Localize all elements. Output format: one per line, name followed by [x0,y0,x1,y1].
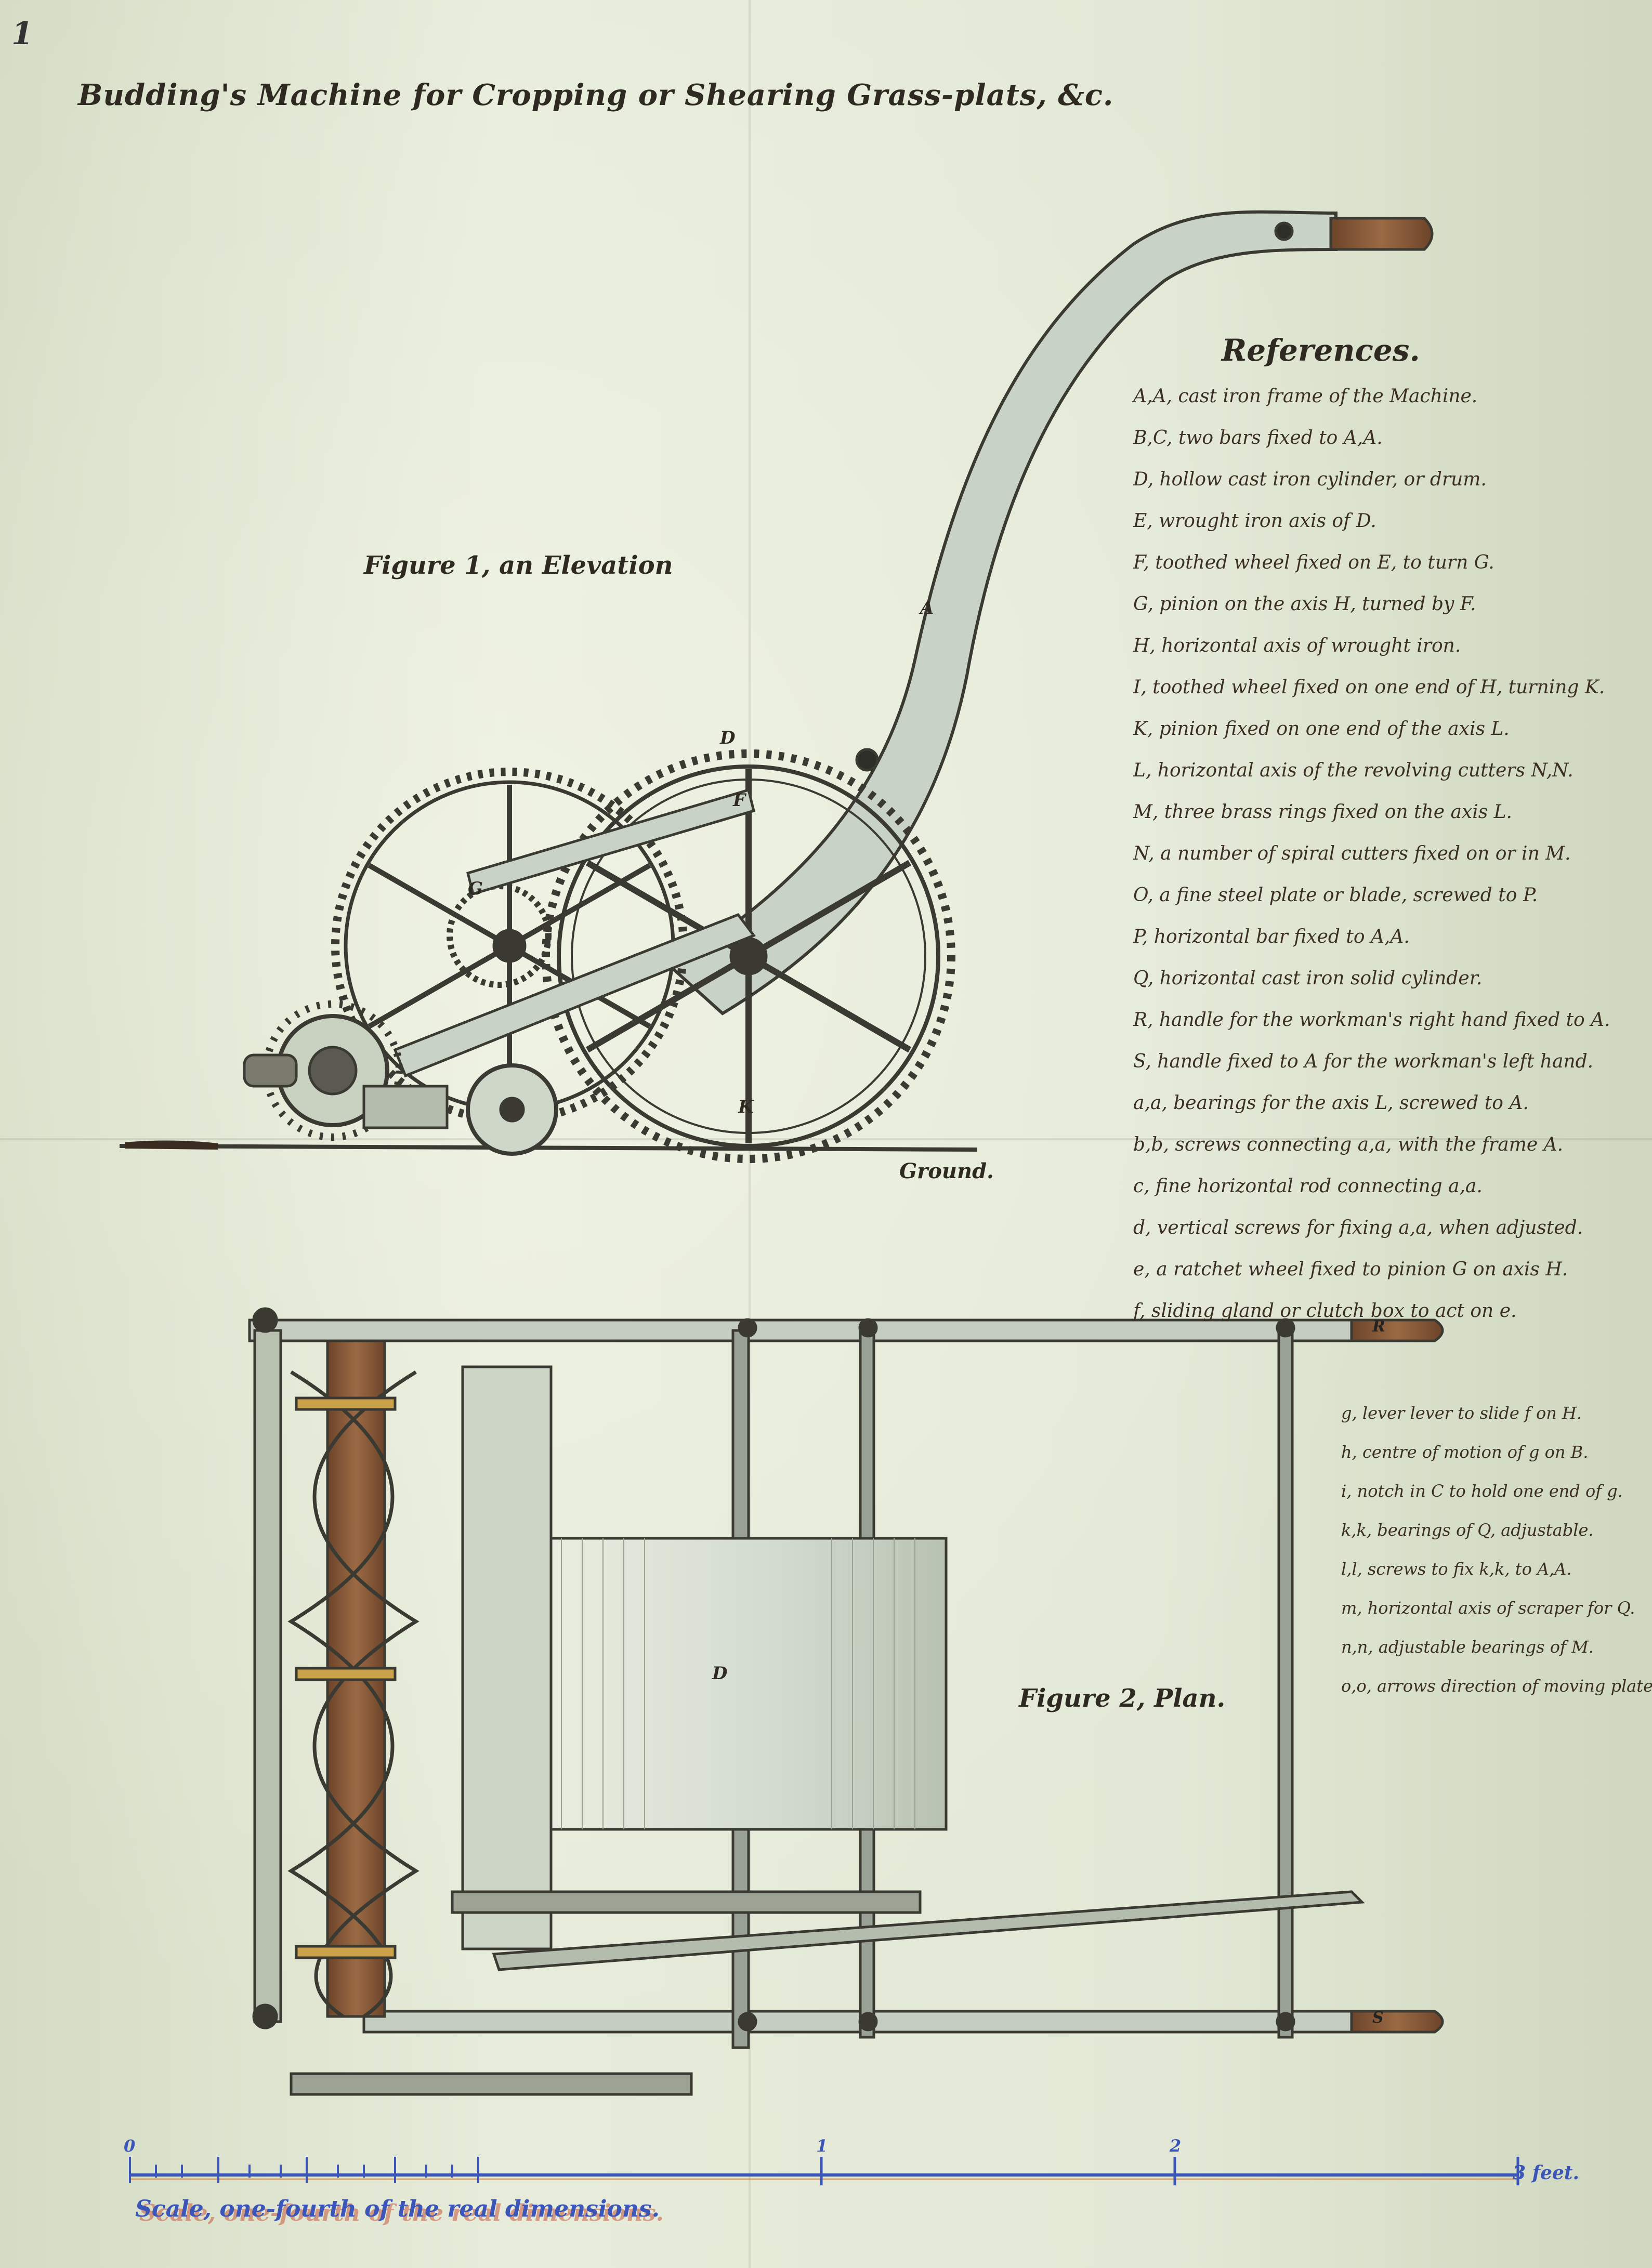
rail-top [248,1318,1358,1342]
ref-item: N, a number of spiral cutters fixed on o… [1133,843,1571,864]
scale-ticks-feet [820,2157,1519,2185]
scale-mark-1: 1 [816,2136,828,2156]
ref-item: D, hollow cast iron cylinder, or drum. [1133,469,1487,490]
frame-bolt [855,748,879,772]
corner-mark: 1 [11,16,33,52]
page-title: Budding's Machine for Cropping or Sheari… [78,78,1114,112]
note-item: h, centre of motion of g on B. [1341,1442,1589,1462]
ref-item: Q, horizontal cast iron solid cylinder. [1133,968,1483,989]
ref-item: d, vertical screws for fixing a,a, when … [1133,1217,1583,1238]
gear-strip-F [451,1890,922,1914]
pinion-G [447,883,552,988]
scale-mark-0: 0 [124,2136,136,2156]
figure1-elevation [119,210,1434,1163]
brass-ring-1 [295,1396,397,1411]
roller-Q-plan [461,1365,553,1950]
ref-item: b,b, screws connecting a,a, with the fra… [1133,1134,1564,1155]
drum-plan [539,1537,948,1831]
ref-item: K, pinion fixed on one end of the axis L… [1133,718,1510,740]
ref-item: B,C, two bars fixed to A,A. [1133,427,1383,449]
ref-item: O, a fine steel plate or blade, screwed … [1133,885,1538,906]
drum-label: D [712,1663,728,1684]
ref-item: L, horizontal axis of the revolving cutt… [1133,760,1574,781]
bottom-blade [362,1085,449,1129]
drum-hatching [561,1538,915,1829]
brass-ring-2 [295,1667,397,1681]
handle-label-S: S [1372,2009,1384,2027]
fig1-letter-A: A [920,598,934,618]
note-item: k,k, bearings of Q, adjustable. [1341,1520,1594,1540]
note-item: i, notch in C to hold one end of g. [1341,1481,1623,1501]
ref-item: P, horizontal bar fixed to A,A. [1133,926,1410,947]
figure2-label: Figure 2, Plan. [1019,1684,1226,1713]
ref-item: I, toothed wheel fixed on one end of H, … [1133,677,1605,698]
figure2-plan [248,1307,1444,2096]
ground-line [119,1144,978,1152]
figure1-label: Figure 1, an Elevation [364,551,673,580]
scale-mark-3: 3 feet. [1513,2162,1580,2184]
axis-C [1277,1329,1294,2039]
lever-g [492,1890,1365,1971]
ref-item: F, toothed wheel fixed on E, to turn G. [1133,552,1494,573]
note-item: m, horizontal axis of scraper for Q. [1341,1598,1635,1618]
ref-item: S, handle fixed to A for the workman's l… [1133,1051,1594,1072]
fig1-letter-G: G [468,878,483,899]
note-item: o,o, arrows direction of moving plate. [1341,1676,1652,1696]
ground-shade [125,1140,218,1150]
ref-item: f, sliding gland or clutch box to act on… [1133,1300,1517,1322]
brass-ring-3 [295,1945,397,1959]
cutter-frame [253,1329,282,2023]
ref-item: c, fine horizontal rod connecting a,a. [1133,1176,1483,1197]
scale-ticks-small [129,2157,479,2183]
note-item: l,l, screws to fix k,k, to A,A. [1341,1559,1572,1579]
pivot-bolt [1274,221,1294,241]
ground-label: Ground. [899,1159,994,1183]
note-item: n,n, adjustable bearings of M. [1341,1637,1594,1657]
fig1-letter-D: D [720,728,736,748]
ref-item: A,A, cast iron frame of the Machine. [1133,386,1478,407]
scale-mark-2: 2 [1170,2136,1182,2156]
ref-item: R, handle for the workman's right hand f… [1133,1009,1610,1031]
ref-item: E, wrought iron axis of D. [1133,510,1376,532]
references-heading: References. [1222,333,1420,368]
frame-bar-upper [466,788,756,896]
ref-item: M, three brass rings fixed on the axis L… [1133,801,1512,823]
handle-label-R: R [1372,1317,1385,1336]
note-item: g, lever lever to slide f on H. [1341,1403,1582,1423]
ref-item: a,a, bearings for the axis L, screwed to… [1133,1092,1529,1114]
handle-grip-R [1329,217,1434,251]
grip-bottom [1350,2010,1444,2034]
scale-caption-shadow: Scale, one-fourth of the real dimensions… [139,2200,664,2226]
grip-top [1350,1318,1444,1342]
fig1-letter-F: F [733,790,746,811]
handle-grip-S-side [243,1053,298,1088]
ref-item: H, horizontal axis of wrought iron. [1133,635,1461,656]
scale-caption: Scale, one-fourth of the real dimensions… [135,2196,660,2222]
drum-D [557,764,940,1148]
gear-strip-I [290,2072,693,2096]
scale-bar [129,2157,1519,2185]
ref-item: e, a ratchet wheel fixed to pinion G on … [1133,1259,1568,1280]
ref-item: G, pinion on the axis H, turned by F. [1133,594,1476,615]
fig1-letter-K: K [738,1097,754,1117]
